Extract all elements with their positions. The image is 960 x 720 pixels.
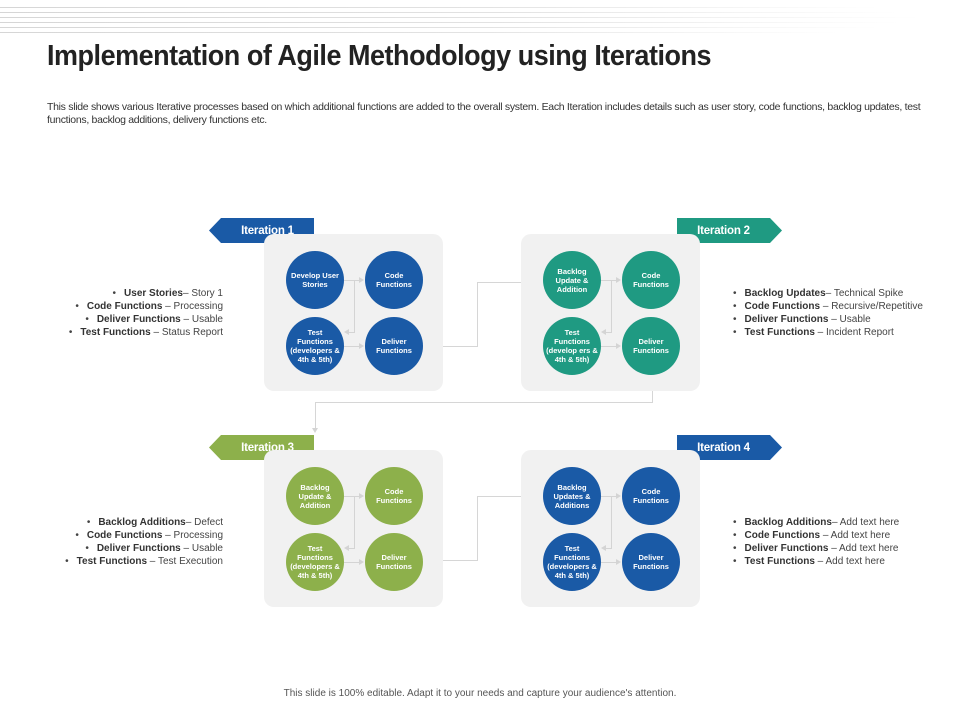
iteration-4-circle-3: Test Functions (developers & 4th & 5th) (543, 533, 601, 591)
arrow-left-icon (344, 545, 349, 551)
bullet-item: •Backlog Updates– Technical Spike (733, 288, 904, 299)
arrow-icon (344, 562, 360, 563)
arrow-right-icon (359, 559, 364, 565)
connector-2-3-arrowhead (312, 428, 318, 433)
iteration-1-circle-2: Code Functions (365, 251, 423, 309)
iteration-4-panel: Backlog Updates & Additions Code Functio… (521, 450, 700, 607)
arrow-right-icon (616, 493, 621, 499)
arrow-icon (605, 332, 612, 333)
bullet-item: •Deliver Functions – Add text here (733, 543, 899, 554)
arrow-icon (611, 280, 612, 333)
bullet-item: •Code Functions – Processing (75, 530, 223, 541)
slide-description: This slide shows various Iterative proce… (47, 101, 921, 126)
bullet-item: •Backlog Additions– Defect (86, 517, 223, 528)
iteration-4-circle-1: Backlog Updates & Additions (543, 467, 601, 525)
bullet-item: •Test Functions – Incident Report (733, 327, 894, 338)
arrow-icon (605, 548, 612, 549)
bullet-item: •Deliver Functions – Usable (85, 543, 223, 554)
arrow-icon (344, 346, 360, 347)
arrow-right-icon (359, 493, 364, 499)
iteration-1-circle-1: Develop User Stories (286, 251, 344, 309)
arrow-right-icon (359, 343, 364, 349)
iteration-3-bullets: •Backlog Additions– Defect •Code Functio… (65, 516, 223, 568)
iteration-2-circle-2: Code Functions (622, 251, 680, 309)
iteration-4-circle-2: Code Functions (622, 467, 680, 525)
iteration-2-circle-4: Deliver Functions (622, 317, 680, 375)
arrow-left-icon (601, 329, 606, 335)
iteration-3-circle-2: Code Functions (365, 467, 423, 525)
iteration-4-label: Iteration 4 (697, 441, 750, 454)
arrow-icon (601, 496, 617, 497)
arrow-left-icon (344, 329, 349, 335)
iteration-1-tag: Iteration 1 (209, 218, 314, 243)
iteration-1-circle-3: Test Functions (developers & 4th & 5th) (286, 317, 344, 375)
iteration-1-bullets: •User Stories– Story 1 •Code Functions –… (69, 287, 223, 339)
arrow-right-icon (616, 343, 621, 349)
iteration-1-label: Iteration 1 (241, 224, 294, 237)
connector-1-2 (443, 346, 478, 347)
connector-2-3-down (652, 391, 653, 402)
arrow-icon (354, 280, 355, 333)
slide-footer: This slide is 100% editable. Adapt it to… (283, 688, 677, 699)
connector-1-2-vert (477, 282, 478, 347)
bullet-item: •Code Functions – Processing (75, 301, 223, 312)
arrow-icon (601, 346, 617, 347)
iteration-4-bullets: •Backlog Additions– Add text here •Code … (733, 516, 899, 568)
bullet-item: •Test Functions – Test Execution (65, 556, 223, 567)
iteration-3-panel: Backlog Update & Addition Code Functions… (264, 450, 443, 607)
iteration-2-circle-1: Backlog Update & Addition (543, 251, 601, 309)
iteration-2-panel: Backlog Update & Addition Code Functions… (521, 234, 700, 391)
arrow-icon (601, 562, 617, 563)
connector-2-3-horiz (315, 402, 653, 403)
iteration-3-circle-4: Deliver Functions (365, 533, 423, 591)
bullet-item: •User Stories– Story 1 (112, 288, 223, 299)
bullet-item: •Deliver Functions – Usable (85, 314, 223, 325)
iteration-1-panel: Develop User Stories Code Functions Test… (264, 234, 443, 391)
iteration-2-bullets: •Backlog Updates– Technical Spike •Code … (733, 287, 923, 339)
bullet-item: •Code Functions – Add text here (733, 530, 891, 541)
arrow-left-icon (601, 545, 606, 551)
connector-3-4-vert (477, 496, 478, 561)
arrow-icon (601, 280, 617, 281)
arrow-icon (344, 496, 360, 497)
iteration-4-circle-4: Deliver Functions (622, 533, 680, 591)
iteration-2-circle-3: Test Functions (develop ers & 4th & 5th) (543, 317, 601, 375)
arrow-icon (348, 548, 355, 549)
iteration-3-circle-1: Backlog Update & Addition (286, 467, 344, 525)
bullet-item: •Code Functions – Recursive/Repetitive (733, 301, 923, 312)
iteration-3-circle-3: Test Functions (developers & 4th & 5th) (286, 533, 344, 591)
arrow-right-icon (616, 559, 621, 565)
arrow-icon (611, 496, 612, 549)
connector-1-2-top (477, 282, 522, 283)
header-stripes (0, 5, 960, 35)
connector-3-4 (443, 560, 478, 561)
arrow-right-icon (616, 277, 621, 283)
iteration-2-label: Iteration 2 (697, 224, 750, 237)
connector-3-4-top (477, 496, 522, 497)
bullet-item: •Backlog Additions– Add text here (733, 517, 900, 528)
connector-2-3-drop (315, 402, 316, 429)
arrow-icon (354, 496, 355, 549)
arrow-right-icon (359, 277, 364, 283)
arrow-icon (344, 280, 360, 281)
arrow-icon (348, 332, 355, 333)
bullet-item: •Test Functions – Add text here (733, 556, 885, 567)
bullet-item: •Test Functions – Status Report (68, 327, 223, 338)
iteration-1-circle-4: Deliver Functions (365, 317, 423, 375)
bullet-item: •Deliver Functions – Usable (733, 314, 871, 325)
slide-title: Implementation of Agile Methodology usin… (47, 40, 712, 72)
